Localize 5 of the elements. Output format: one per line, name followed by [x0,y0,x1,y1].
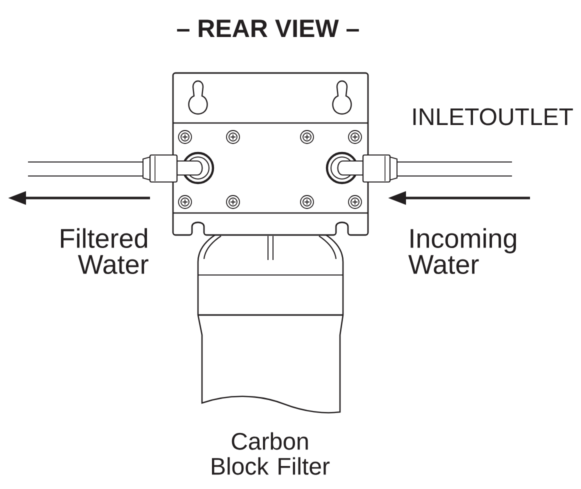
flow-label: Filtered Water [60,228,148,274]
filter-label: Carbon Block Filter [212,432,330,475]
flow-label: Incoming Water [408,228,516,274]
title: – REAR VIEW – [177,20,359,37]
port-label: INLETOUTLET [413,108,573,126]
